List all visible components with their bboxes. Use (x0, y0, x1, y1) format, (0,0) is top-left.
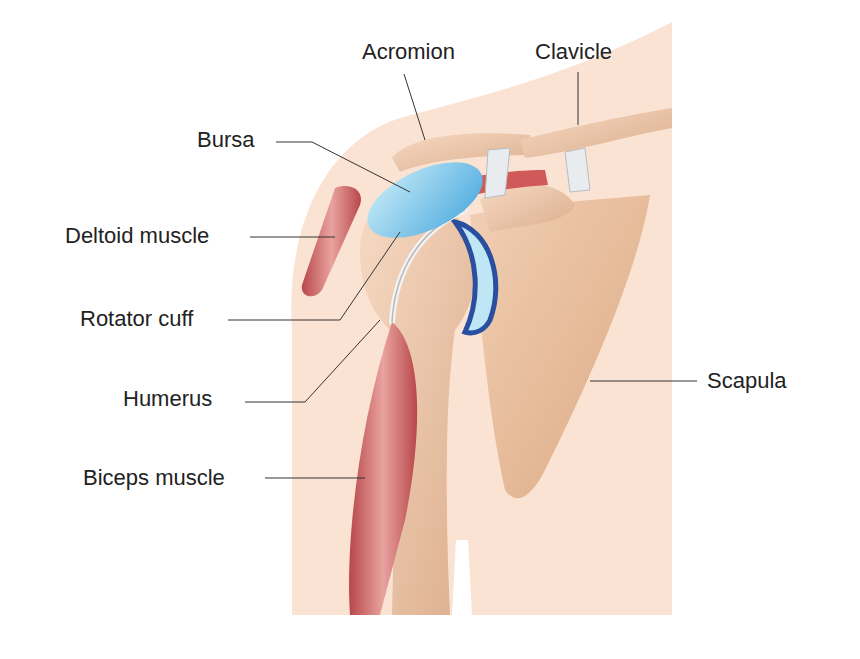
scapula-bone (470, 195, 650, 498)
part-label: Biceps muscle (83, 465, 225, 491)
part-label: Deltoid muscle (65, 223, 209, 249)
clavicle-bone (520, 108, 672, 158)
leader-line (276, 142, 410, 192)
part-label: Humerus (123, 386, 212, 412)
part-label: Rotator cuff (80, 306, 193, 332)
leader-line (404, 74, 425, 140)
leader-line (250, 237, 335, 238)
biceps-muscle (349, 322, 417, 615)
ligament (565, 148, 590, 192)
acromion-bone (392, 133, 535, 172)
glenoid-cartilage (455, 222, 496, 333)
deltoid-muscle (302, 186, 361, 296)
part-label: Clavicle (535, 39, 612, 65)
body-silhouette (291, 22, 672, 615)
leader-line (590, 381, 697, 382)
part-label: Acromion (362, 39, 455, 65)
leader-line (578, 72, 579, 125)
leader-line (265, 478, 365, 479)
part-label: Scapula (707, 368, 787, 394)
leader-line (228, 232, 400, 320)
part-label: Bursa (197, 127, 254, 153)
leader-line (245, 320, 380, 402)
ligament (485, 148, 510, 198)
